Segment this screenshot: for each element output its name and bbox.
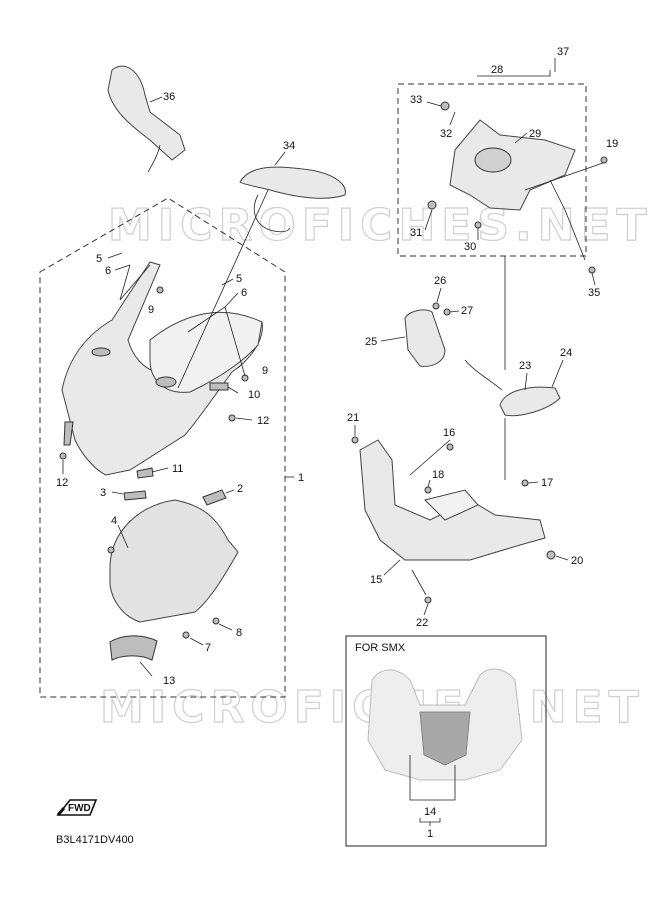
headlight-part <box>404 309 446 367</box>
callout-1b: 1 <box>427 828 433 840</box>
callout-31: 31 <box>410 227 422 239</box>
callout-7: 7 <box>205 642 211 654</box>
fwd-arrow-icon: FWD <box>56 799 98 816</box>
nut-4 <box>107 546 115 554</box>
callout-11: 11 <box>172 463 183 475</box>
inner-panel-part <box>359 439 546 561</box>
fwd-label: FWD <box>68 803 91 814</box>
callout-4: 4 <box>111 515 117 527</box>
callout-13: 13 <box>163 675 175 687</box>
callout-22: 22 <box>416 617 428 629</box>
callout-6b: 6 <box>241 287 247 299</box>
cowling-vent-right <box>155 376 177 388</box>
rear-mirror-part <box>107 65 186 161</box>
callout-5b: 5 <box>236 273 242 285</box>
callout-20: 20 <box>571 555 583 567</box>
bolt-35 <box>588 266 596 274</box>
screw-7 <box>182 631 190 639</box>
callout-36: 36 <box>163 91 175 103</box>
callout-21: 21 <box>347 412 359 424</box>
callout-25: 25 <box>365 336 377 348</box>
callout-18: 18 <box>432 469 444 481</box>
windshield-part <box>109 499 239 623</box>
callout-15: 15 <box>370 574 382 586</box>
callout-28: 28 <box>491 64 503 76</box>
callout-37: 37 <box>557 46 569 58</box>
callout-26: 26 <box>434 275 446 287</box>
nut-20 <box>546 550 556 560</box>
callout-10: 10 <box>248 389 260 401</box>
callout-8: 8 <box>236 627 242 639</box>
stay-opening <box>474 147 512 173</box>
cowling-trim-strip <box>63 421 74 446</box>
smx-graphic-decal <box>419 711 471 766</box>
callout-24: 24 <box>560 347 572 359</box>
diagram-code: B3L4171DV400 <box>56 834 134 846</box>
cowling-vent-left <box>91 347 111 357</box>
decal-2 <box>202 489 227 506</box>
screw-9a <box>156 286 164 294</box>
callout-23: 23 <box>519 360 531 372</box>
stay-bracket-part <box>449 119 576 211</box>
bolt-33 <box>440 101 450 111</box>
callout-12a: 12 <box>56 477 68 489</box>
bolt-26 <box>432 302 440 310</box>
position-light-part <box>499 386 561 417</box>
decal-11 <box>136 467 154 479</box>
screw-12b <box>228 414 236 422</box>
callout-19: 19 <box>606 138 618 150</box>
callout-9a: 9 <box>148 304 154 316</box>
smx-inset-label: FOR SMX <box>355 642 406 654</box>
callout-3: 3 <box>100 487 106 499</box>
callout-12b: 12 <box>257 415 269 427</box>
callout-34: 34 <box>283 140 295 152</box>
decal-10 <box>209 382 229 391</box>
bolt-16 <box>446 443 454 451</box>
callout-33: 33 <box>410 94 422 106</box>
cowling-group-outline <box>39 197 286 698</box>
watermark-top: MICROFICHES.NET <box>108 200 651 251</box>
bolt-17 <box>521 479 529 487</box>
bolt-19 <box>600 156 608 164</box>
callout-27: 27 <box>461 305 473 317</box>
screw-12a <box>59 452 67 460</box>
decal-3 <box>123 490 147 501</box>
callout-5a: 5 <box>96 253 102 265</box>
bolt-27 <box>443 308 451 316</box>
callout-29: 29 <box>529 128 541 140</box>
bolt-18 <box>424 486 432 494</box>
bolt-31 <box>427 200 437 210</box>
visor-13 <box>109 635 158 661</box>
callout-6a: 6 <box>105 265 111 277</box>
screw-8 <box>212 617 220 625</box>
callout-17: 17 <box>541 477 553 489</box>
flasher-light-part <box>239 166 346 199</box>
inner-panel-center <box>424 489 479 521</box>
callout-2: 2 <box>237 483 243 495</box>
callout-35: 35 <box>588 287 600 299</box>
smx-inset-frame <box>345 635 547 847</box>
callout-1: 1 <box>298 472 304 484</box>
stay-group-outline <box>397 83 587 257</box>
bolt-21 <box>351 436 359 444</box>
callout-30: 30 <box>464 241 476 253</box>
bolt-30 <box>474 221 482 229</box>
callout-32: 32 <box>440 128 452 140</box>
bolt-22 <box>424 596 432 604</box>
callout-16: 16 <box>443 427 455 439</box>
callout-9b: 9 <box>262 365 268 377</box>
callout-14: 14 <box>424 806 436 818</box>
